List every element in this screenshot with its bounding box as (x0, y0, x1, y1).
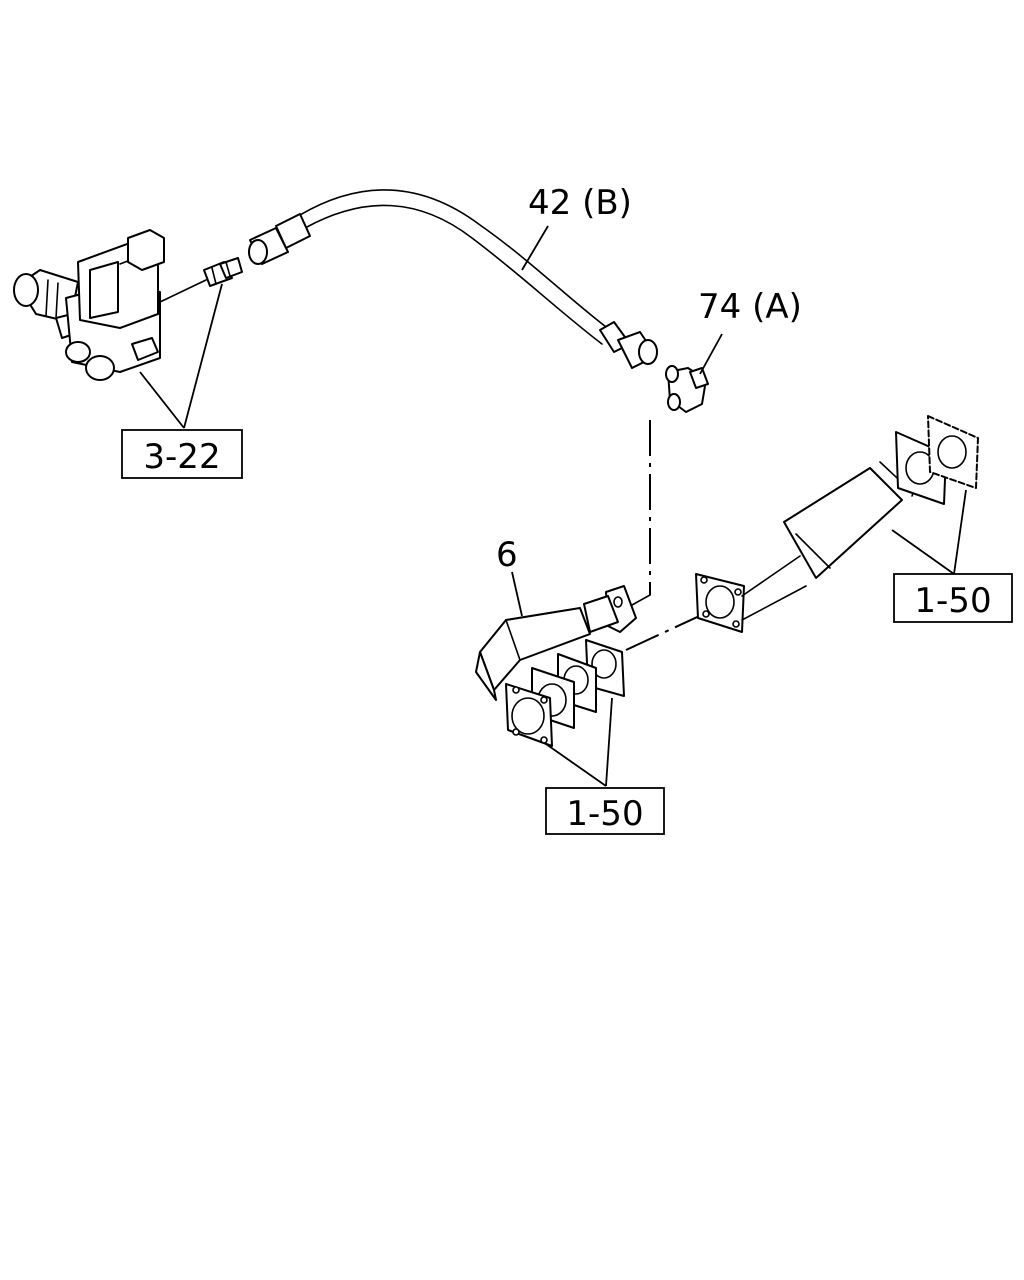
label-hose: 42 (B) (528, 183, 632, 223)
valve-assembly (13, 229, 165, 381)
label-elbow: 74 (A) (698, 287, 802, 327)
leader-lines (139, 225, 967, 787)
exhaust-pipe (475, 585, 651, 747)
chain-line-flange (625, 611, 709, 651)
ref-label-exhaust-right: 1-50 (914, 581, 991, 621)
elbow-fitting (665, 365, 709, 413)
ref-box-exhaust-bottom (545, 787, 665, 835)
ref-box-valve (121, 429, 243, 479)
ref-label-valve: 3-22 (143, 437, 220, 477)
ref-label-exhaust-bottom: 1-50 (566, 794, 643, 834)
hose (248, 189, 658, 369)
muffler-assembly (695, 415, 979, 633)
connector-fitting (159, 257, 243, 303)
label-pipe: 6 (496, 535, 518, 575)
ref-box-exhaust-right (893, 573, 1013, 623)
